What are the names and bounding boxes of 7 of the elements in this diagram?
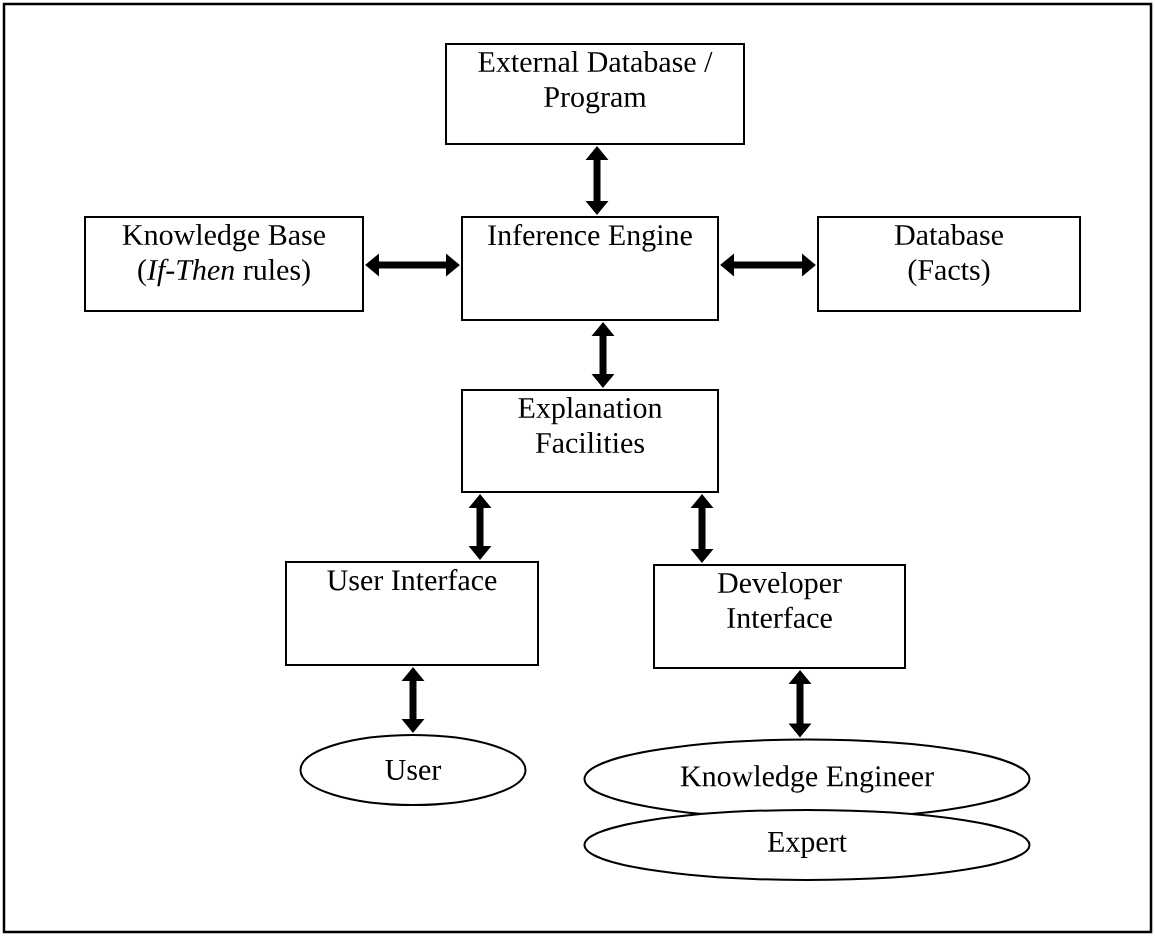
process-box: Developer Interface xyxy=(653,564,906,669)
process-box: Knowledge Base (If-Then rules) xyxy=(84,216,364,312)
process-box: Explanation Facilities xyxy=(461,389,719,493)
process-box: Inference Engine xyxy=(461,216,719,321)
process-box: User Interface xyxy=(285,561,539,666)
process-box: External Database / Program xyxy=(445,43,745,145)
process-box: Database (Facts) xyxy=(817,216,1081,312)
